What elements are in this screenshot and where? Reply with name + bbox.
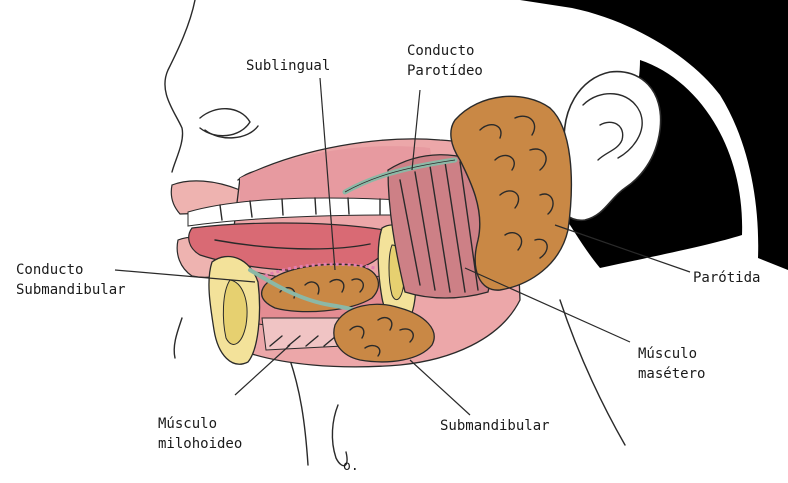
label-sublingual: Sublingual — [246, 58, 330, 74]
label-conducto-parotideo-line1: Conducto — [407, 43, 474, 59]
signature-text: o. — [343, 459, 359, 474]
eye-icon — [200, 109, 258, 138]
label-musculo-masetero-line2: masétero — [638, 366, 705, 382]
label-musculo-masetero-line1: Músculo — [638, 346, 697, 362]
label-musculo-milohoideo-line2: milohoideo — [158, 436, 242, 452]
label-conducto-submandibular-line1: Conducto — [16, 262, 83, 278]
label-parotida: Parótida — [693, 270, 760, 286]
neck-outline — [560, 300, 625, 445]
label-conducto-submandibular-line2: Submandibular — [16, 282, 126, 298]
face-profile-outline — [165, 0, 195, 172]
label-conducto-parotideo-line2: Parotídeo — [407, 63, 483, 79]
chin-outline — [174, 318, 182, 358]
label-musculo-milohoideo-line1: Músculo — [158, 416, 217, 432]
label-submandibular: Submandibular — [440, 418, 550, 434]
signature-mark: o. — [332, 405, 358, 474]
neck-front-outline — [290, 360, 308, 465]
leader-submandibular — [410, 360, 470, 415]
